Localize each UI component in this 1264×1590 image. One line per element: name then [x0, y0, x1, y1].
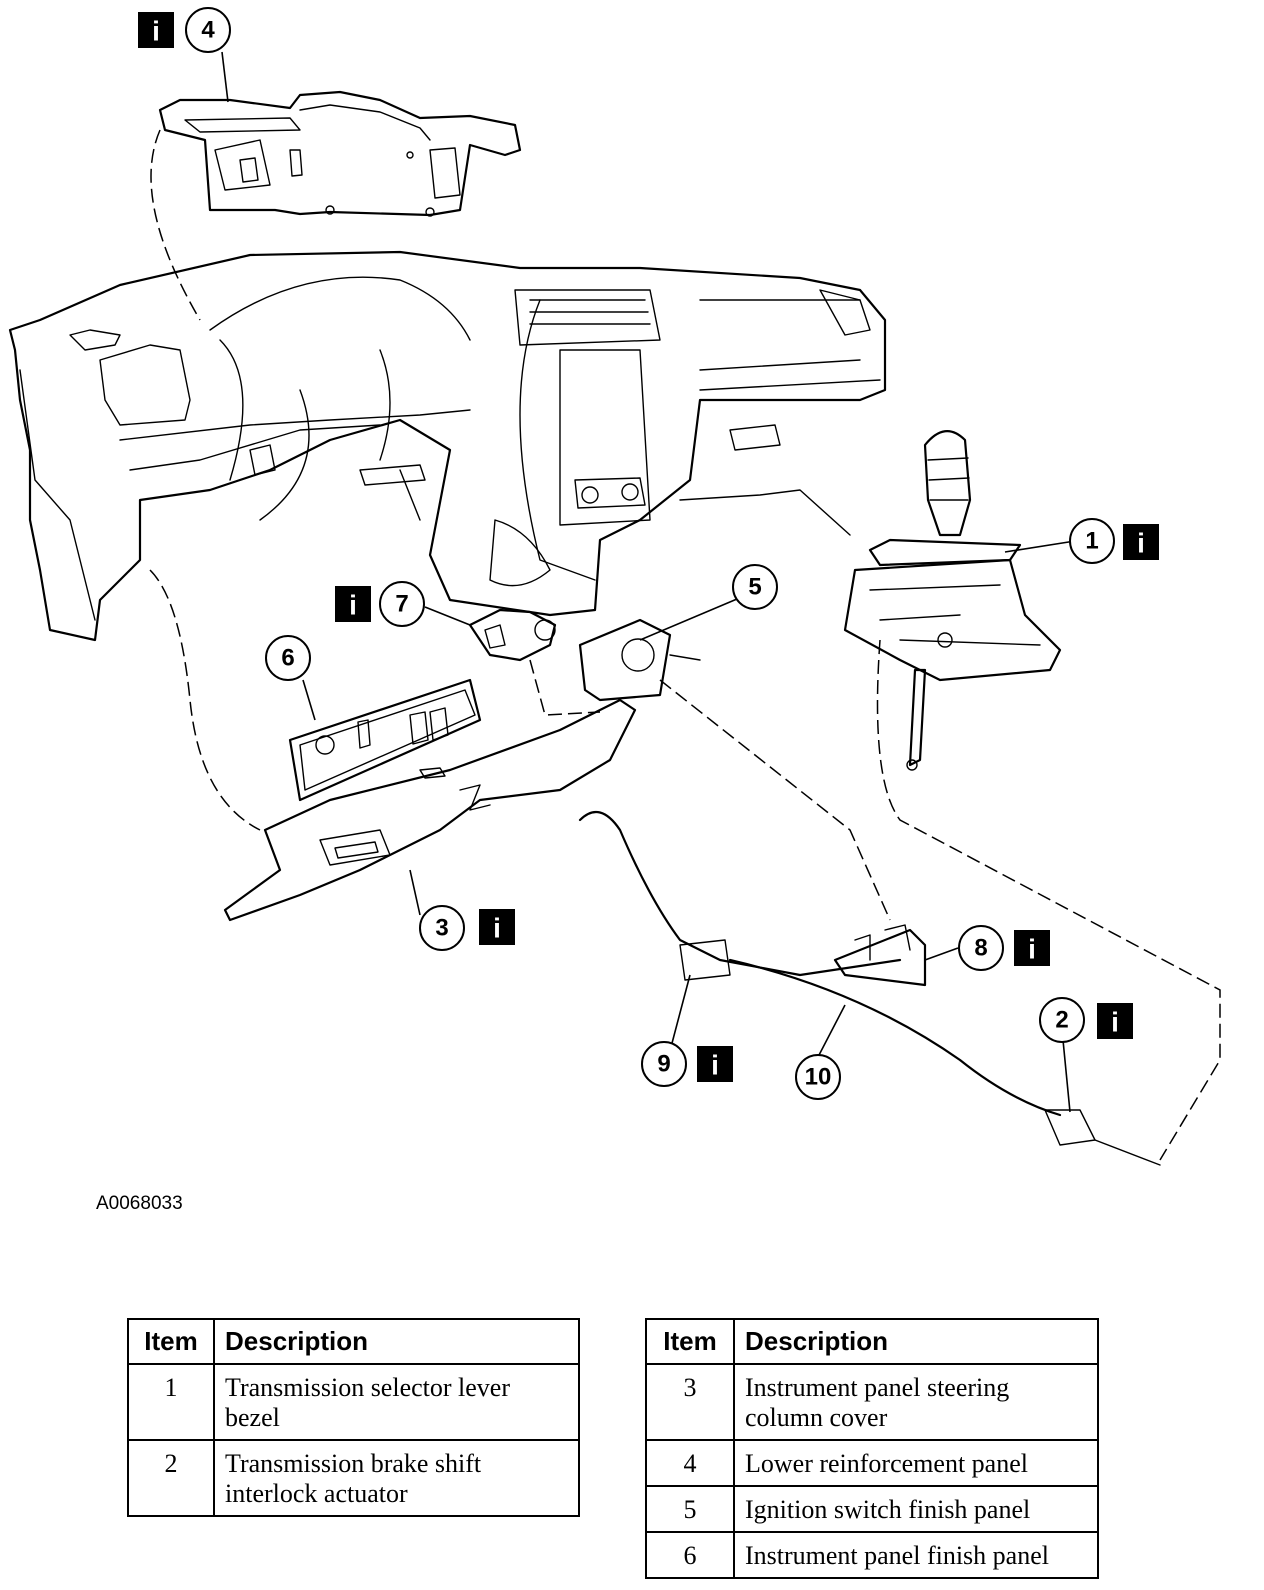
info-icon: i	[479, 909, 515, 945]
table-row: 6 Instrument panel finish panel	[645, 1531, 1099, 1579]
figure-id: A0068033	[96, 1193, 183, 1214]
callout-number: 8	[974, 935, 987, 962]
svg-text:i: i	[349, 590, 357, 621]
callout-circle	[732, 564, 778, 610]
item-number: 3	[645, 1363, 735, 1441]
shift-lock-bracket-drawing	[833, 924, 927, 987]
ignition-switch-finish-panel-drawing	[578, 618, 701, 702]
callout-circle	[641, 1041, 687, 1087]
table-row: 1 Transmission selector lever bezel	[127, 1363, 580, 1441]
steering-column-cover-drawing	[223, 698, 637, 922]
info-icon: i	[1123, 524, 1159, 560]
item-number: 6	[645, 1531, 735, 1579]
lower-reinforcement-panel-drawing	[158, 90, 522, 217]
table-row: 2 Transmission brake shift interlock act…	[127, 1439, 580, 1517]
item-number: 4	[645, 1439, 735, 1487]
item-description: Instrument panel finish panel	[733, 1531, 1099, 1579]
callout-circle	[265, 635, 311, 681]
callout-circle	[1039, 997, 1085, 1043]
item-description: Transmission brake shift interlock actua…	[213, 1439, 580, 1517]
item-description: Ignition switch finish panel	[733, 1485, 1099, 1533]
ignition-switch-drawing	[468, 608, 557, 662]
callout-circle	[419, 905, 465, 951]
svg-text:i: i	[493, 913, 501, 944]
legend-table-left: Item Description 1 Transmission selector…	[127, 1318, 580, 1517]
svg-text:i: i	[1028, 934, 1036, 965]
legend-header-row: Item Description	[645, 1318, 1099, 1365]
item-description: Instrument panel steering column cover	[733, 1363, 1099, 1441]
callout-number: 9	[657, 1051, 670, 1078]
table-row: 3 Instrument panel steering column cover	[645, 1363, 1099, 1441]
transmission-selector-lever-drawing	[843, 430, 1062, 771]
exploded-view-diagram: 1 i 2 i 3 i 4 i 5 6 7 i 8 i 9 i 10	[8, 7, 1221, 1166]
callout-number: 7	[395, 591, 408, 618]
info-icon: i	[697, 1046, 733, 1082]
callout-5: 5	[732, 564, 778, 610]
callout-9: 9	[641, 1041, 687, 1087]
callout-number: 3	[435, 915, 448, 942]
callout-number: 5	[748, 574, 761, 601]
instrument-panel-drawing	[8, 250, 887, 642]
instrument-panel-finish-panel-drawing	[288, 678, 482, 802]
callout-circle	[185, 7, 231, 53]
callout-circle	[795, 1054, 841, 1100]
callouts: 1 i 2 i 3 i 4 i 5 6 7 i 8 i 9 i 10	[138, 7, 1159, 1100]
callout-4: 4	[185, 7, 231, 53]
callout-circle	[958, 925, 1004, 971]
callout-1: 1	[1069, 518, 1115, 564]
item-column-header: Item	[645, 1318, 735, 1365]
callout-circle	[379, 581, 425, 627]
svg-text:i: i	[1111, 1007, 1119, 1038]
svg-text:i: i	[1137, 528, 1145, 559]
item-number: 5	[645, 1485, 735, 1533]
svg-text:i: i	[711, 1050, 719, 1081]
callout-circle	[1069, 518, 1115, 564]
callout-number: 2	[1055, 1007, 1068, 1034]
callout-10: 10	[795, 1054, 841, 1100]
assembly-lines	[149, 129, 1221, 1161]
legend-header-row: Item Description	[127, 1318, 580, 1365]
shift-interlock-cable-drawing	[578, 810, 1161, 1166]
table-row: 4 Lower reinforcement panel	[645, 1439, 1099, 1487]
callout-3: 3	[419, 905, 465, 951]
callout-7: 7	[379, 581, 425, 627]
item-description: Transmission selector lever bezel	[213, 1363, 580, 1441]
info-icon: i	[138, 12, 174, 48]
table-row: 5 Ignition switch finish panel	[645, 1485, 1099, 1533]
callout-2: 2	[1039, 997, 1085, 1043]
info-icon: i	[335, 586, 371, 622]
item-number: 1	[127, 1363, 215, 1441]
item-number: 2	[127, 1439, 215, 1517]
info-icon: i	[1014, 930, 1050, 966]
item-description: Lower reinforcement panel	[733, 1439, 1099, 1487]
callout-8: 8	[958, 925, 1004, 971]
legend-table-right: Item Description 3 Instrument panel stee…	[645, 1318, 1099, 1579]
info-icon: i	[1097, 1003, 1133, 1039]
description-column-header: Description	[213, 1318, 580, 1365]
callout-6: 6	[265, 635, 311, 681]
svg-text:i: i	[152, 16, 160, 47]
leader-lines	[221, 51, 1076, 1113]
callout-number: 1	[1085, 528, 1098, 555]
item-column-header: Item	[127, 1318, 215, 1365]
callout-number: 10	[805, 1064, 832, 1091]
description-column-header: Description	[733, 1318, 1099, 1365]
callout-number: 4	[201, 17, 215, 44]
callout-number: 6	[281, 645, 294, 672]
